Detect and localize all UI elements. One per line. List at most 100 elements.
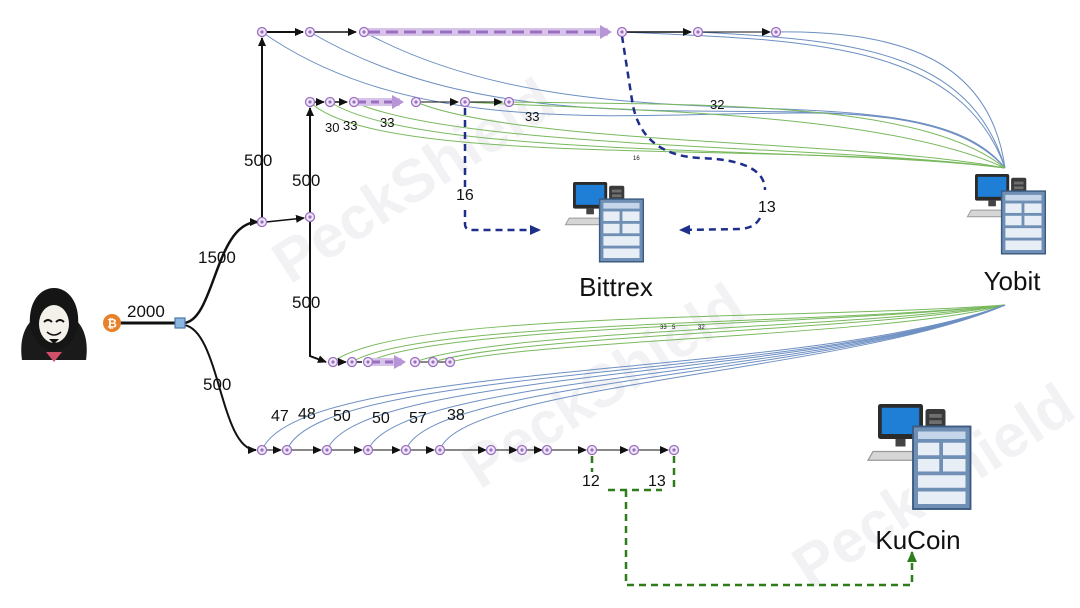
curve-to-yobit: [351, 304, 1006, 363]
curve-to-yobit: [367, 304, 1006, 363]
exchange-label-kucoin: KuCoin: [875, 525, 960, 555]
amount-label: 33: [660, 325, 667, 331]
address-node-core: [366, 448, 370, 452]
watermark-text: PeckShield: [451, 270, 756, 501]
edge-middle-down: [309, 220, 327, 363]
amount-label: 47: [271, 408, 289, 425]
amount-label: 48: [298, 406, 316, 423]
amount-label: 500: [203, 375, 231, 394]
curve-to-yobit: [309, 101, 1006, 169]
amount-label: 30: [325, 120, 339, 135]
address-node-core: [260, 220, 264, 224]
amount-label: 57: [409, 410, 427, 427]
hacker-icon: [21, 288, 87, 362]
curve-to-yobit: [286, 304, 1006, 451]
amount-label: 33: [525, 109, 539, 124]
curve-to-yobit: [329, 101, 1006, 169]
flow-to-bittrex: [620, 35, 767, 191]
curve-to-yobit: [415, 101, 1006, 169]
curve-to-yobit: [508, 101, 1006, 169]
amount-label: 32: [710, 97, 724, 112]
address-node-core: [774, 30, 778, 34]
address-node-core: [431, 360, 435, 364]
address-node-core: [620, 30, 624, 34]
address-node-core: [328, 100, 332, 104]
curve-to-yobit: [326, 304, 1006, 451]
address-node-core: [260, 448, 264, 452]
address-node-core: [308, 100, 312, 104]
edge-mid-link: [265, 214, 305, 223]
computer-server-icon: [564, 181, 645, 263]
address-node-core: [350, 360, 354, 364]
bittrex-flows: [463, 35, 767, 235]
amount-label: 16: [633, 156, 640, 162]
amount-label: 1500: [198, 248, 236, 267]
amount-label: 33: [380, 115, 394, 130]
address-node-core: [672, 448, 676, 452]
curve-to-yobit: [367, 304, 1006, 451]
address-node-core: [366, 360, 370, 364]
computer-server-icon: [966, 173, 1047, 255]
edge-split-upper: [183, 218, 259, 325]
address-node-core: [489, 448, 493, 452]
flow-to-kucoin: [624, 490, 917, 587]
amount-label: 13: [648, 473, 666, 490]
bitcoin-icon: ₿: [103, 314, 121, 332]
curve-to-yobit: [449, 304, 1006, 363]
address-node-core: [463, 100, 467, 104]
address-node-core: [308, 30, 312, 34]
address-node-core: [352, 100, 356, 104]
address-node-core: [545, 448, 549, 452]
curve-to-yobit: [309, 31, 1006, 169]
yobit-deposit-curves: [261, 31, 1006, 451]
address-node-core: [590, 448, 594, 452]
amount-label: 500: [244, 151, 272, 170]
curve-to-yobit: [621, 31, 1006, 169]
address-node-core: [696, 30, 700, 34]
amount-label: 33: [343, 118, 357, 133]
address-node-core: [331, 360, 335, 364]
curve-to-yobit: [464, 101, 1006, 169]
flow-to-bittrex: [463, 210, 541, 235]
address-node-core: [413, 360, 417, 364]
address-node-core: [308, 215, 312, 219]
address-node-core: [414, 100, 418, 104]
curve-to-yobit: [353, 101, 1006, 169]
curve-to-yobit: [405, 304, 1006, 451]
exchange-label-bittrex: Bittrex: [579, 272, 653, 302]
flow-to-bittrex: [679, 217, 762, 235]
curve-to-yobit: [332, 304, 1006, 363]
highlighted-transfers: [358, 25, 612, 369]
curve-to-yobit: [414, 304, 1006, 363]
address-node-core: [632, 448, 636, 452]
amount-label: 50: [333, 408, 351, 425]
amount-label: 12: [582, 473, 600, 490]
amount-label: 16: [456, 187, 474, 204]
address-nodes: [256, 26, 782, 456]
amount-label: 50: [372, 410, 390, 427]
watermark-layer: PeckShield PeckShield PeckShield: [261, 65, 1080, 601]
curve-to-yobit: [363, 31, 1006, 169]
hub-node: [174, 317, 186, 329]
edge-split-lower: [183, 324, 257, 454]
svg-text:₿: ₿: [107, 317, 117, 331]
curve-to-yobit: [439, 304, 1006, 451]
address-node-core: [438, 448, 442, 452]
amount-label: 13: [758, 199, 776, 216]
address-node-core: [448, 360, 452, 364]
address-node-core: [507, 100, 511, 104]
curve-to-yobit: [432, 304, 1006, 363]
amount-label: 500: [292, 171, 320, 190]
address-node-core: [285, 448, 289, 452]
curve-to-yobit: [261, 304, 1006, 451]
exchange-label-yobit: Yobit: [984, 266, 1042, 296]
curve-to-yobit: [697, 31, 1006, 169]
amount-label: 38: [447, 407, 465, 424]
address-node-core: [404, 448, 408, 452]
address-node-core: [520, 448, 524, 452]
amount-label: 32: [698, 325, 705, 331]
address-node-core: [325, 448, 329, 452]
kucoin-flows: [590, 456, 917, 587]
